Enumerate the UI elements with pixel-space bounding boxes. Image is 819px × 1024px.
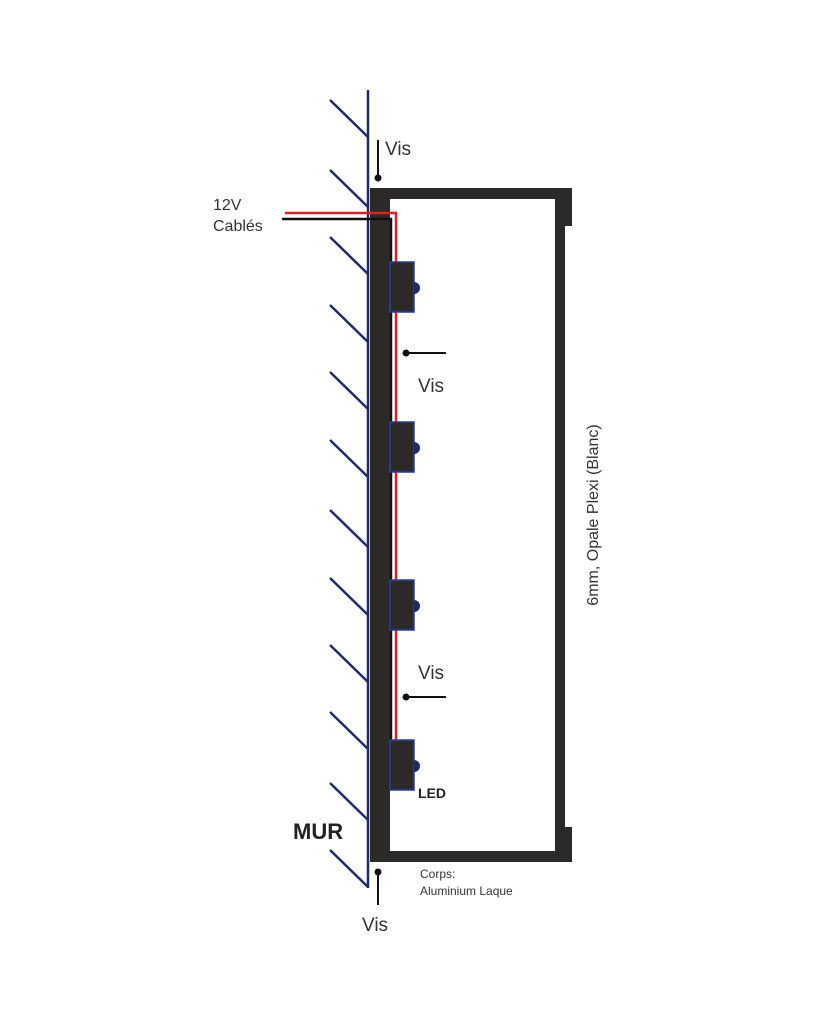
led-module [389,739,420,791]
led-lens-icon [414,442,420,454]
hatch-line [329,99,369,138]
led-housing [389,739,415,791]
label-plexi: 6mm, Opale Plexi (Blanc) [585,424,602,605]
label-voltage: 12V [213,197,242,214]
label-led: LED [418,785,446,801]
label-body-title: Corps: [420,867,455,881]
label-screw-top: Vis [385,139,411,160]
arrowhead-icon [374,868,382,876]
led-housing [389,261,415,313]
led-housing [389,579,415,631]
led-lens-icon [414,760,420,772]
hatch-line [329,782,369,821]
body-front-lip-bottom [565,827,572,862]
hatch-line [329,236,369,275]
hatch-line [329,509,369,548]
label-screw-bottom: Vis [362,915,388,936]
label-cables: Cablés [213,218,263,235]
body-bottom [370,851,572,862]
body-front [555,188,565,862]
body-top [370,188,572,199]
label-body-material: Aluminium Laque [420,884,513,898]
label-screw-mid1: Vis [418,376,444,397]
led-module [389,261,420,313]
body-front-lip-top [565,188,572,226]
led-module [389,579,420,631]
screw-arrows [374,140,446,905]
hatch-line [329,439,369,478]
aluminium-body [370,188,572,862]
led-lens-icon [414,282,420,294]
body-back [370,188,390,862]
label-screw-mid2: Vis [418,663,444,684]
led-housing [389,421,415,473]
arrowhead-icon [374,174,382,182]
hatch-line [329,644,369,683]
arrowhead-icon [402,693,410,701]
hatch-line [329,169,369,208]
wall-hatching [329,99,369,888]
led-module [389,421,420,473]
hatch-line [329,371,369,410]
label-wall: MUR [293,819,343,844]
arrowhead-icon [402,349,410,357]
wall [329,90,370,888]
hatch-line [329,711,369,750]
hatch-line [329,577,369,616]
led-modules [389,261,420,791]
hatch-line [329,304,369,343]
hatch-line [329,849,369,888]
led-lens-icon [414,600,420,612]
